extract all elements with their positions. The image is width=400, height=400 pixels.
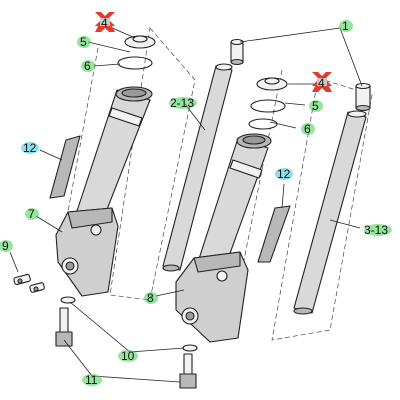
callout-5-right: 5: [312, 99, 319, 113]
callout-2-13: 2-13: [170, 96, 194, 110]
axle-bolt-11a: [55, 307, 73, 347]
callout-9: 9: [2, 239, 9, 253]
inner-tube-left: [162, 63, 233, 272]
red-x-marker-icon: [312, 72, 332, 92]
callout-10: 10: [121, 349, 135, 363]
pad-12-right: [257, 205, 291, 263]
callout-3-13: 3-13: [364, 223, 388, 237]
washer-10a: [60, 296, 76, 304]
callout-7: 7: [28, 207, 35, 221]
callout-highlights: [0, 20, 392, 386]
callout-4-right: 4: [318, 76, 325, 90]
callout-6-right: 6: [304, 122, 311, 136]
alignment-frame-right: [271, 77, 373, 341]
seal-ring-right: [250, 99, 286, 113]
callout-12-right: 12: [277, 167, 291, 181]
callout-1: 1: [342, 19, 349, 33]
pad-12-left: [49, 135, 81, 199]
callout-5-left: 5: [80, 35, 87, 49]
callout-12-left: 12: [23, 141, 37, 155]
top-plug-1b: [355, 82, 371, 112]
fork-leg-left: [55, 35, 156, 297]
axis-line-left: [59, 47, 99, 256]
callout-8: 8: [147, 291, 154, 305]
red-x-marker-icon: [95, 12, 115, 32]
top-plug-1a: [230, 38, 244, 66]
callout-11: 11: [85, 373, 98, 387]
bolts-9: [13, 273, 45, 293]
callout-4-left: 4: [101, 16, 108, 30]
inner-tube-right: [293, 110, 367, 315]
washer-10b: [182, 344, 198, 352]
callout-labels: 1 4 4 5 5 6 6 2-13 12 12 7 3-13 9 8 10 1…: [2, 16, 388, 387]
seal-ring-left: [117, 56, 153, 70]
callout-6-left: 6: [84, 59, 91, 73]
axle-bolt-11b: [179, 353, 197, 389]
fork-leg-right: [175, 77, 288, 343]
